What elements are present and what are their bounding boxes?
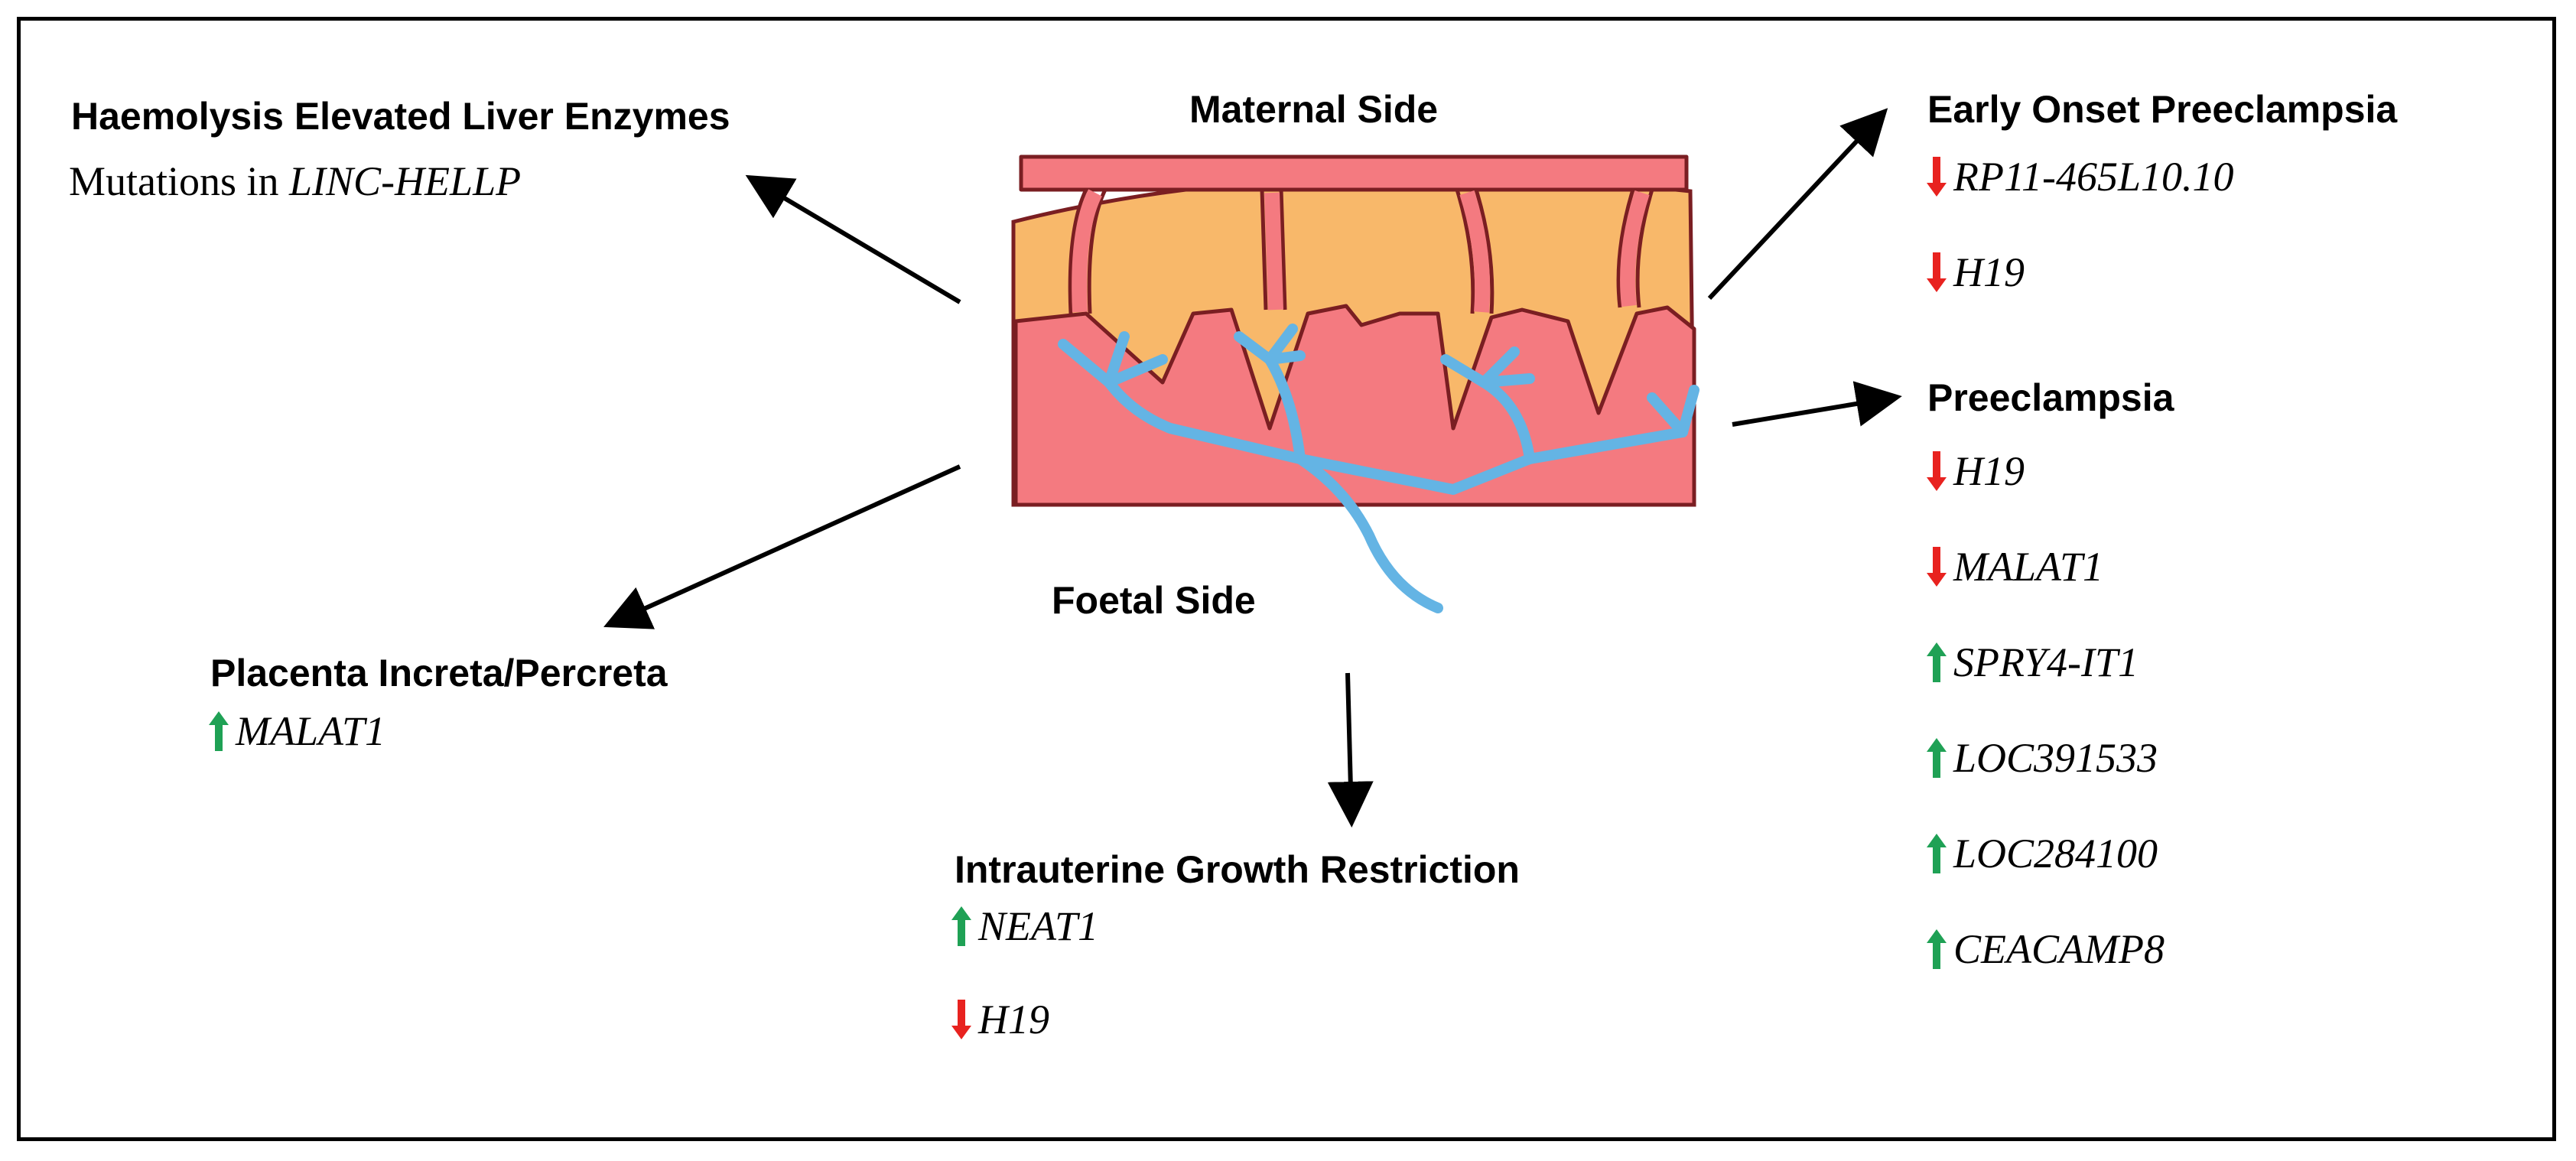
iugr-title: Intrauterine Growth Restriction (955, 848, 1520, 891)
gene-name: MALAT1 (1953, 544, 2104, 590)
up-arrow-icon (1927, 834, 1947, 873)
hellp-text-prefix: Mutations in (69, 158, 290, 204)
maternal-top-vessel (1019, 154, 1689, 192)
gene-row: LOC284100 (1926, 830, 2158, 877)
gene-name: RP11-465L10.10 (1953, 154, 2234, 200)
gene-name: LOC284100 (1953, 831, 2158, 876)
down-arrow-icon (1927, 451, 1947, 491)
foetal-vessels (1058, 324, 1699, 613)
spiral-arteries (1068, 188, 1654, 314)
arrow-to-preeclampsia (1732, 381, 1902, 427)
preeclampsia-title: Preeclampsia (1927, 376, 2174, 419)
maternal-side-label: Maternal Side (1189, 88, 1439, 131)
up-arrow-icon (1927, 738, 1947, 778)
gene-row: CEACAMP8 (1926, 925, 2165, 973)
early-onset-title: Early Onset Preeclampsia (1927, 88, 2398, 131)
arrow-to-early-onset (1707, 108, 1888, 301)
hellp-text: Mutations in LINC-HELLP (69, 161, 521, 202)
up-arrow-icon (1927, 929, 1947, 969)
gene-name: SPRY4-IT1 (1953, 639, 2139, 685)
gene-row: SPRY4-IT1 (1926, 639, 2139, 686)
down-arrow-icon (1927, 252, 1947, 292)
hellp-gene: LINC-HELLP (289, 158, 522, 204)
gene-name: H19 (978, 997, 1049, 1042)
down-arrow-icon (1927, 157, 1947, 197)
gene-row: MALAT1 (1926, 543, 2103, 590)
up-arrow-icon (209, 711, 229, 751)
gene-name: MALAT1 (236, 708, 386, 754)
gene-name: CEACAMP8 (1953, 926, 2165, 972)
gene-row: LOC391533 (1926, 734, 2158, 782)
spiral-artery-lumen (1072, 189, 1650, 313)
up-arrow-icon (1927, 642, 1947, 682)
down-arrow-icon (951, 1000, 971, 1039)
hellp-title: Haemolysis Elevated Liver Enzymes (71, 95, 730, 138)
gene-row: MALAT1 (208, 707, 385, 755)
gene-row: H19 (1926, 249, 2025, 296)
arrow-to-hellp (745, 174, 961, 304)
arrow-to-increta (603, 464, 961, 629)
foetal-side-label: Foetal Side (1052, 579, 1256, 622)
up-arrow-icon (951, 906, 971, 946)
connector-arrows (603, 108, 1902, 828)
gene-name: H19 (1953, 448, 2025, 494)
increta-title: Placenta Increta/Percreta (210, 652, 668, 694)
gene-row: H19 (1926, 447, 2025, 495)
down-arrow-icon (1927, 547, 1947, 587)
gene-name: NEAT1 (978, 903, 1099, 949)
gene-row: NEAT1 (951, 902, 1098, 950)
gene-row: H19 (951, 996, 1049, 1043)
arrow-to-iugr (1327, 672, 1374, 828)
gene-name: LOC391533 (1953, 735, 2158, 781)
gene-name: H19 (1953, 249, 2025, 295)
gene-row: RP11-465L10.10 (1926, 153, 2233, 200)
